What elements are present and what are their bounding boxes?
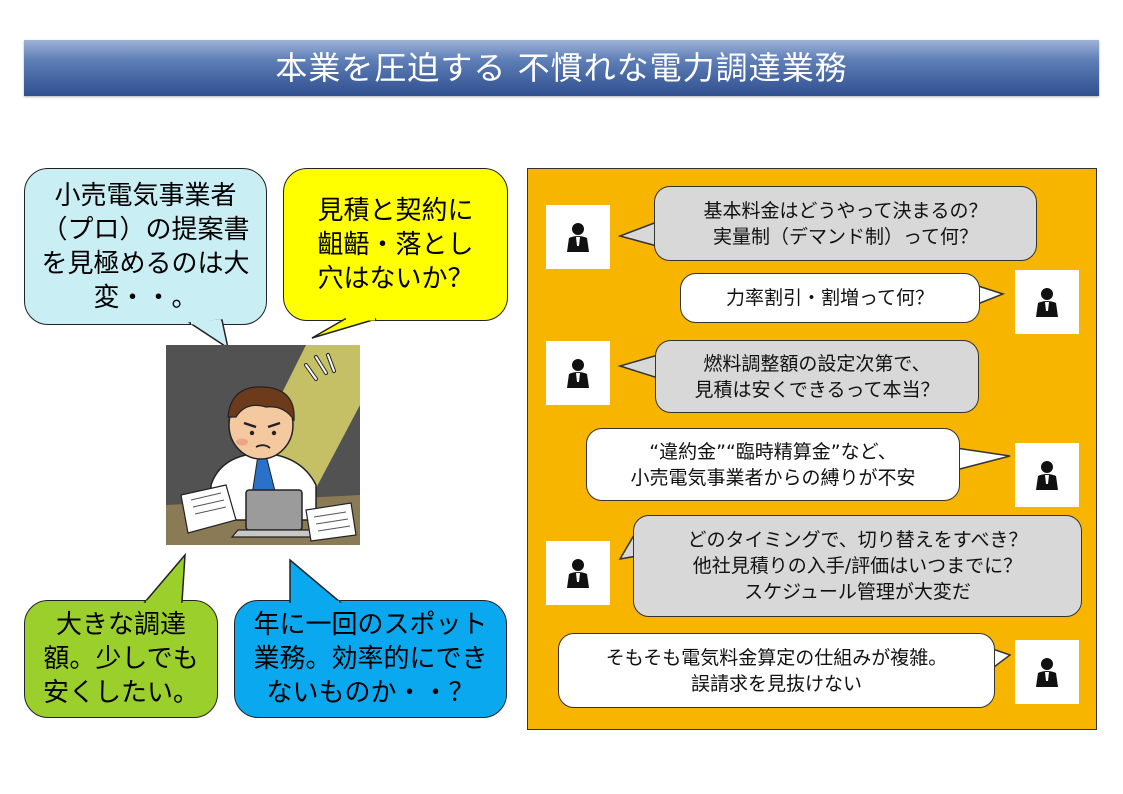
- question-bubble-6: そもそも電気料金算定の仕組みが複雑。 誤請求を見抜けない: [558, 633, 995, 708]
- question-bubble-3: 燃料調整額の設定次第で、 見積は安くできるって本当？: [655, 340, 979, 413]
- person-icon: [1036, 288, 1058, 317]
- question-4-text: “違約金”“臨時精算金”など、 小売電気事業者からの縛りが不安: [630, 440, 916, 489]
- person-icon: [1036, 461, 1058, 490]
- question-bubble-4: “違約金”“臨時精算金”など、 小売電気事業者からの縛りが不安: [586, 428, 960, 501]
- question-6-text: そもそも電気料金算定の仕組みが複雑。 誤請求を見抜けない: [605, 646, 948, 695]
- bubble-budget: 大きな調達額。少しでも安くしたい。: [24, 600, 218, 718]
- person-box-5: [546, 541, 610, 605]
- question-3-text: 燃料調整額の設定次第で、 見積は安くできるって本当？: [694, 352, 940, 401]
- bubble-efficiency-text: 年に一回のスポット業務。効率的にできないものか・・？: [253, 610, 488, 708]
- person-box-3: [546, 341, 610, 405]
- question-bubble-1: 基本料金はどうやって決まるの？ 実量制（デマンド制）って何？: [654, 186, 1037, 261]
- worried-worker-illustration: [166, 345, 360, 545]
- bubble-efficiency: 年に一回のスポット業務。効率的にできないものか・・？: [234, 600, 507, 718]
- bubble-budget-text: 大きな調達額。少しでも安くしたい。: [42, 610, 199, 708]
- question-bubble-2: 力率割引・割増って何？: [680, 273, 980, 323]
- bubble-proposal: 小売電気事業者（プロ）の提案書を見極めるのは大変・・。: [24, 168, 267, 325]
- question-5-text: どのタイミングで、切り替えをすべき？ 他社見積りの入手/評価はいつまでに？ スケ…: [687, 529, 1028, 603]
- bubble-proposal-text: 小売電気事業者（プロ）の提案書を見極めるのは大変・・。: [41, 180, 250, 313]
- bubble-contract-text: 見積と契約に齟齬・落とし穴はないか？: [317, 195, 474, 294]
- question-2-text: 力率割引・割増って何？: [725, 287, 935, 309]
- question-bubble-5: どのタイミングで、切り替えをすべき？ 他社見積りの入手/評価はいつまでに？ スケ…: [633, 515, 1082, 617]
- worried-worker-image: [166, 345, 360, 545]
- person-icon: [567, 223, 589, 252]
- person-icon: [567, 359, 589, 388]
- page-title: 本業を圧迫する 不慣れな電力調達業務: [275, 49, 848, 87]
- title-bar: 本業を圧迫する 不慣れな電力調達業務: [24, 40, 1099, 96]
- bubble-contract: 見積と契約に齟齬・落とし穴はないか？: [283, 168, 508, 321]
- person-icon: [1036, 658, 1058, 687]
- person-box-2: [1015, 270, 1079, 334]
- person-box-6: [1015, 640, 1079, 704]
- person-box-4: [1015, 443, 1079, 507]
- person-box-1: [546, 205, 610, 269]
- person-icon: [567, 559, 589, 588]
- question-1-text: 基本料金はどうやって決まるの？ 実量制（デマンド制）って何？: [703, 199, 988, 248]
